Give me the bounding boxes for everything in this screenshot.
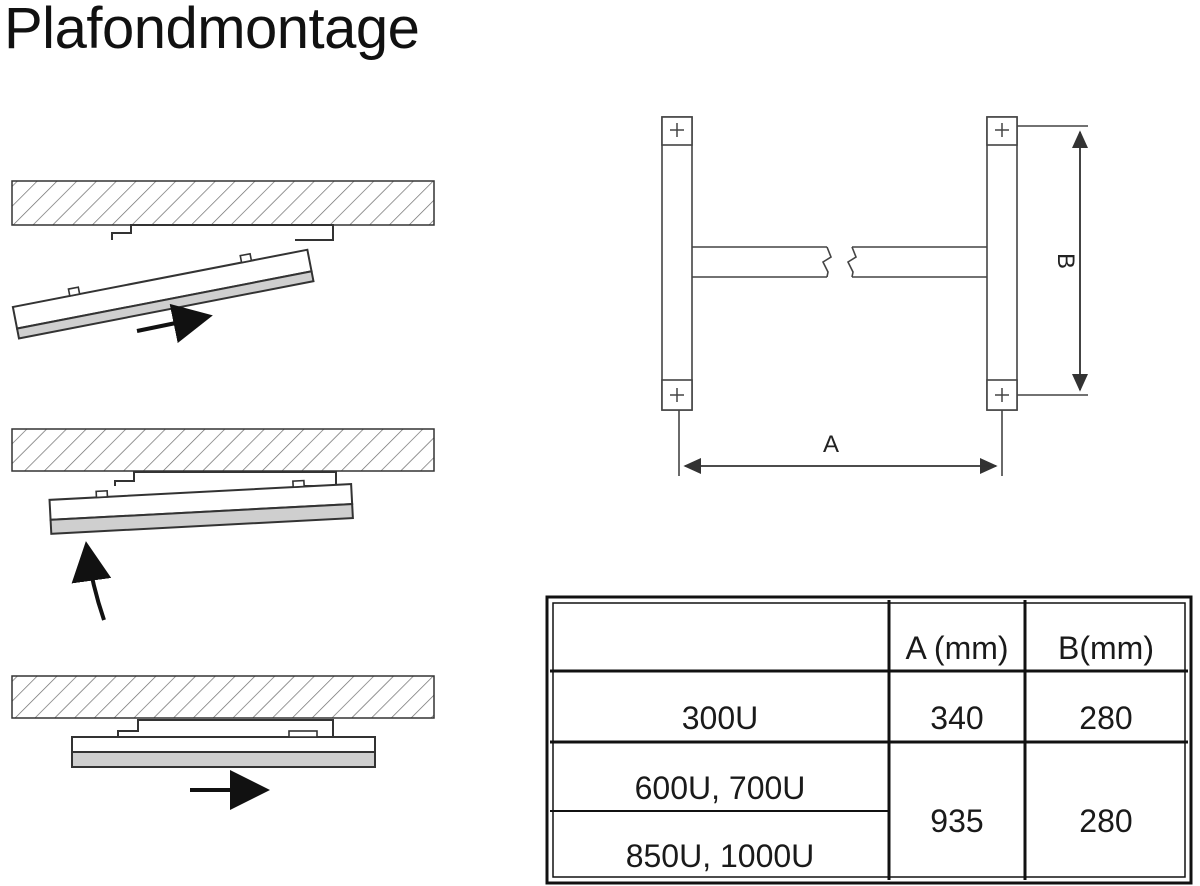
ceiling-slab: [11, 428, 435, 472]
ceiling-bracket: [117, 719, 334, 737]
slide-arrow: [136, 303, 213, 344]
heater-panel: [71, 730, 376, 768]
step-2-illustration: [11, 428, 435, 621]
table-row-b: 280: [1079, 700, 1132, 736]
table-row-model: 600U, 700U: [635, 770, 806, 806]
table-row-a: 340: [930, 700, 983, 736]
ceiling-slab: [11, 180, 435, 226]
table-row-a: 935: [930, 803, 983, 839]
bracket-dimension-drawing: [661, 116, 1088, 476]
dimension-table: A (mm) B(mm) 300U 340 280 600U, 700U 935…: [545, 595, 1193, 885]
table-header-b: B(mm): [1058, 630, 1154, 666]
step-3-illustration: [11, 675, 435, 810]
dimension-a-label: A: [823, 431, 839, 458]
heater-panel: [48, 479, 354, 535]
ceiling-bracket: [111, 224, 334, 241]
table-row-b: 280: [1079, 803, 1132, 839]
table-row-model: 300U: [682, 700, 759, 736]
dimension-b-line: B: [1052, 130, 1088, 392]
ceiling-slab: [11, 675, 435, 719]
page-title: Plafondmontage: [4, 0, 420, 61]
step-1-illustration: [11, 180, 435, 344]
table-row-model: 850U, 1000U: [626, 838, 815, 874]
heater-panel: [11, 248, 315, 340]
dimension-a-line: A: [683, 431, 998, 474]
lift-arrow: [71, 541, 112, 621]
table-header-a: A (mm): [905, 630, 1008, 666]
dimension-b-label: B: [1052, 253, 1079, 269]
screw-hole-icons: [670, 123, 1009, 402]
